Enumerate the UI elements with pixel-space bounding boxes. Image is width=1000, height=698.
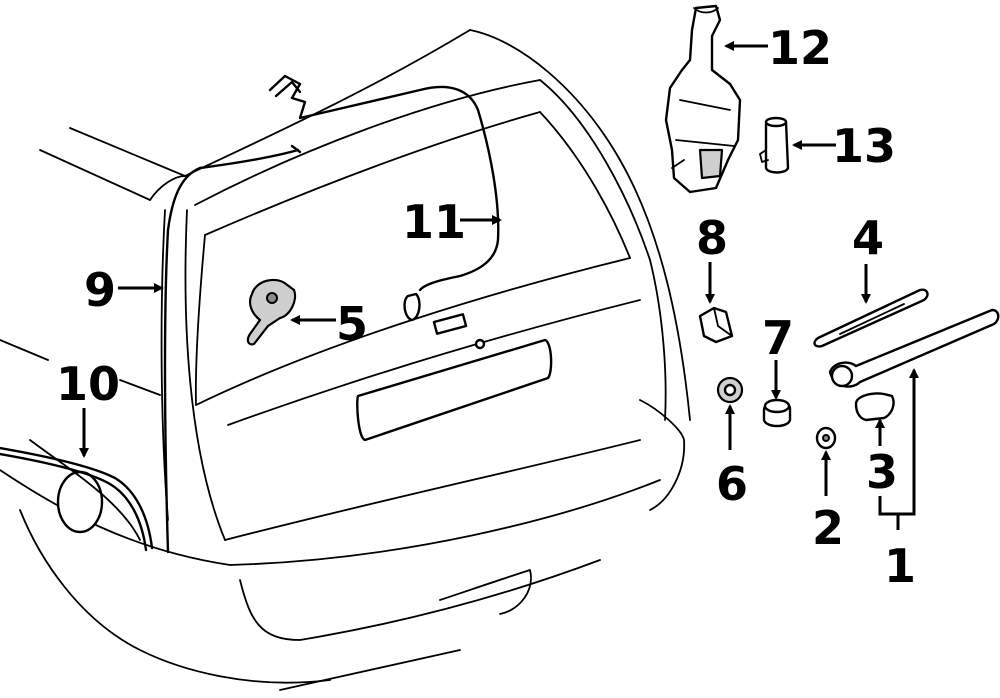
washer-reservoir-12 bbox=[664, 4, 742, 194]
wiper-blade-4 bbox=[813, 288, 929, 348]
washer-hose-10 bbox=[0, 446, 154, 552]
leader-lines bbox=[79, 41, 919, 530]
callout-10: 10 bbox=[56, 357, 120, 411]
callout-9: 9 bbox=[84, 263, 116, 317]
callout-5: 5 bbox=[336, 297, 368, 351]
callout-7: 7 bbox=[762, 311, 794, 365]
callout-labels: 12 13 11 9 5 8 4 7 10 6 3 2 1 bbox=[56, 21, 916, 593]
callout-13: 13 bbox=[832, 119, 896, 173]
wiper-arm-1 bbox=[828, 308, 1000, 388]
pivot-cap-3 bbox=[854, 392, 895, 422]
bushing-7 bbox=[762, 398, 792, 428]
callout-11: 11 bbox=[402, 195, 466, 249]
callout-8: 8 bbox=[696, 211, 728, 265]
bracket-8 bbox=[698, 306, 734, 344]
nut-2 bbox=[815, 426, 837, 450]
callout-6: 6 bbox=[716, 457, 748, 511]
callout-2: 2 bbox=[812, 501, 844, 555]
grommet-6 bbox=[716, 376, 744, 404]
callout-3: 3 bbox=[866, 445, 898, 499]
vehicle-body-outline bbox=[0, 29, 691, 691]
callout-12: 12 bbox=[768, 21, 832, 75]
washer-nozzle-5 bbox=[246, 278, 297, 346]
callout-4: 4 bbox=[852, 211, 884, 265]
washer-hose-11 bbox=[268, 74, 500, 322]
washer-hose-9 bbox=[163, 144, 302, 554]
washer-pump-13 bbox=[759, 116, 790, 174]
callout-1: 1 bbox=[884, 539, 916, 593]
